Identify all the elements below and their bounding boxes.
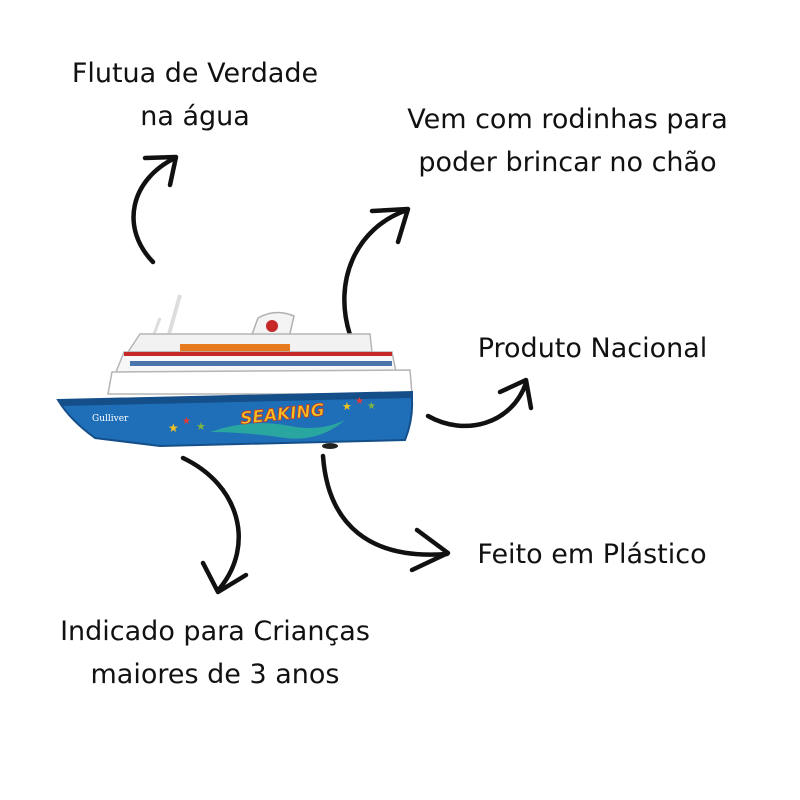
hull-wave-decoration xyxy=(210,420,345,439)
ship-wheel xyxy=(322,443,338,449)
feature-age-recommendation: Indicado para Crianças maiores de 3 anos xyxy=(25,610,405,696)
feature-made-of-plastic: Feito em Plástico xyxy=(462,533,722,576)
arrow-to-wheels xyxy=(342,206,411,338)
feature-text-line: Produto Nacional xyxy=(477,333,708,364)
feature-national-product: Produto Nacional xyxy=(460,327,725,370)
feature-text-line: poder brincar no chão xyxy=(418,147,717,179)
toy-ship-image: ★ ★ ★ ★ ★ ★ Gulliver SEAKING xyxy=(56,294,414,449)
feature-text-line: Feito em Plástico xyxy=(477,539,707,570)
feature-text-line: Flutua de Verdade xyxy=(71,58,319,89)
svg-text:★: ★ xyxy=(367,401,376,412)
arrow-to-plastic xyxy=(320,453,451,573)
svg-text:★: ★ xyxy=(182,416,191,427)
svg-text:★: ★ xyxy=(168,421,179,435)
feature-floats-in-water: Flutua de Verdade na água xyxy=(50,52,340,138)
feature-text-line: na água xyxy=(140,101,250,133)
ship-brand-label: Gulliver xyxy=(92,414,129,424)
ship-lower-deck xyxy=(107,369,413,395)
svg-text:★: ★ xyxy=(196,420,206,433)
hull-top-band xyxy=(58,392,412,406)
feature-has-wheels: Vem com rodinhas para poder brincar no c… xyxy=(395,98,740,184)
svg-text:★: ★ xyxy=(355,396,364,407)
hull-star-decorations: ★ ★ ★ ★ ★ ★ xyxy=(168,396,376,435)
feature-text-line: Vem com rodinhas para xyxy=(407,104,728,135)
ship-red-stripe xyxy=(124,352,392,356)
feature-text-line: Indicado para Crianças xyxy=(60,616,370,647)
feature-text-line: maiores de 3 anos xyxy=(90,659,340,691)
arrow-to-float xyxy=(131,154,179,265)
arrow-to-age xyxy=(180,455,249,595)
funnel-emblem xyxy=(266,320,278,332)
svg-text:★: ★ xyxy=(342,400,352,413)
arrow-to-national xyxy=(425,377,534,429)
